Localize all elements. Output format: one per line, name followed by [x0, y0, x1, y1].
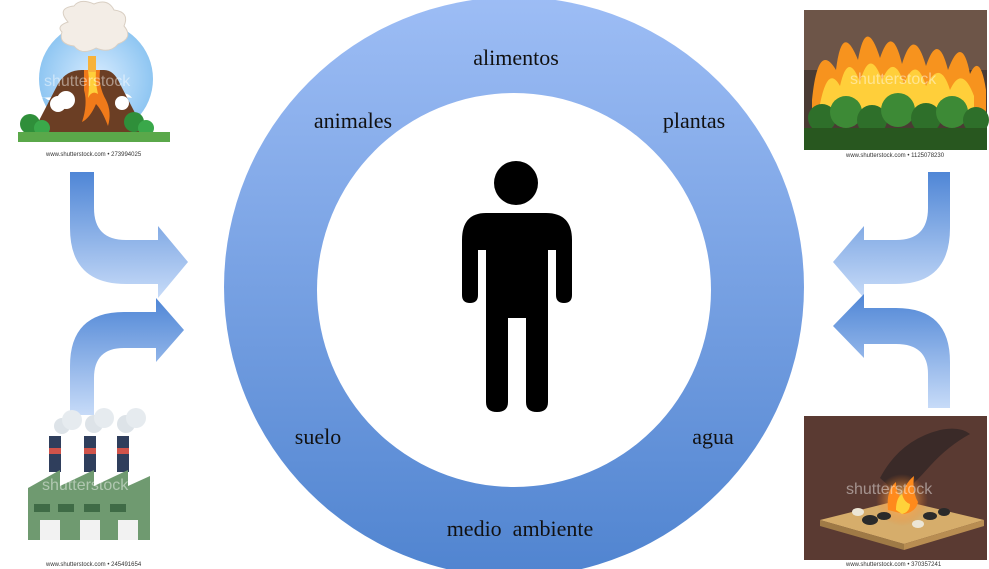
arrow-top-left	[70, 172, 188, 298]
burning-waste-image: shutterstock www.shutterstock.com • 3703…	[804, 416, 987, 568]
label-plantas: plantas	[663, 108, 725, 133]
arrow-top-right	[833, 172, 950, 298]
factory-caption: www.shutterstock.com • 245491654	[45, 562, 142, 568]
forest-fire-caption: www.shutterstock.com • 1125078230	[845, 153, 945, 159]
factory-icon	[28, 408, 150, 540]
forest-fire-watermark: shutterstock	[850, 71, 937, 88]
label-suelo: suelo	[295, 424, 341, 449]
label-medio-ambiente: medio ambiente	[447, 516, 594, 541]
forest-fire-image: shutterstock www.shutterstock.com • 1125…	[804, 10, 989, 159]
volcano-watermark: shutterstock	[44, 73, 131, 90]
label-animales: animales	[314, 108, 392, 133]
label-agua: agua	[692, 424, 734, 449]
burning-waste-watermark: shutterstock	[846, 481, 933, 498]
volcano-image: shutterstock www.shutterstock.com • 2739…	[18, 1, 170, 158]
factory-watermark: shutterstock	[42, 477, 129, 494]
volcano-caption: www.shutterstock.com • 273994025	[45, 152, 142, 158]
arrow-bottom-right	[833, 294, 950, 408]
label-alimentos: alimentos	[473, 45, 559, 70]
burning-waste-caption: www.shutterstock.com • 370357241	[845, 562, 942, 568]
factory-image: shutterstock www.shutterstock.com • 2454…	[28, 408, 150, 568]
arrow-bottom-left	[70, 298, 184, 415]
